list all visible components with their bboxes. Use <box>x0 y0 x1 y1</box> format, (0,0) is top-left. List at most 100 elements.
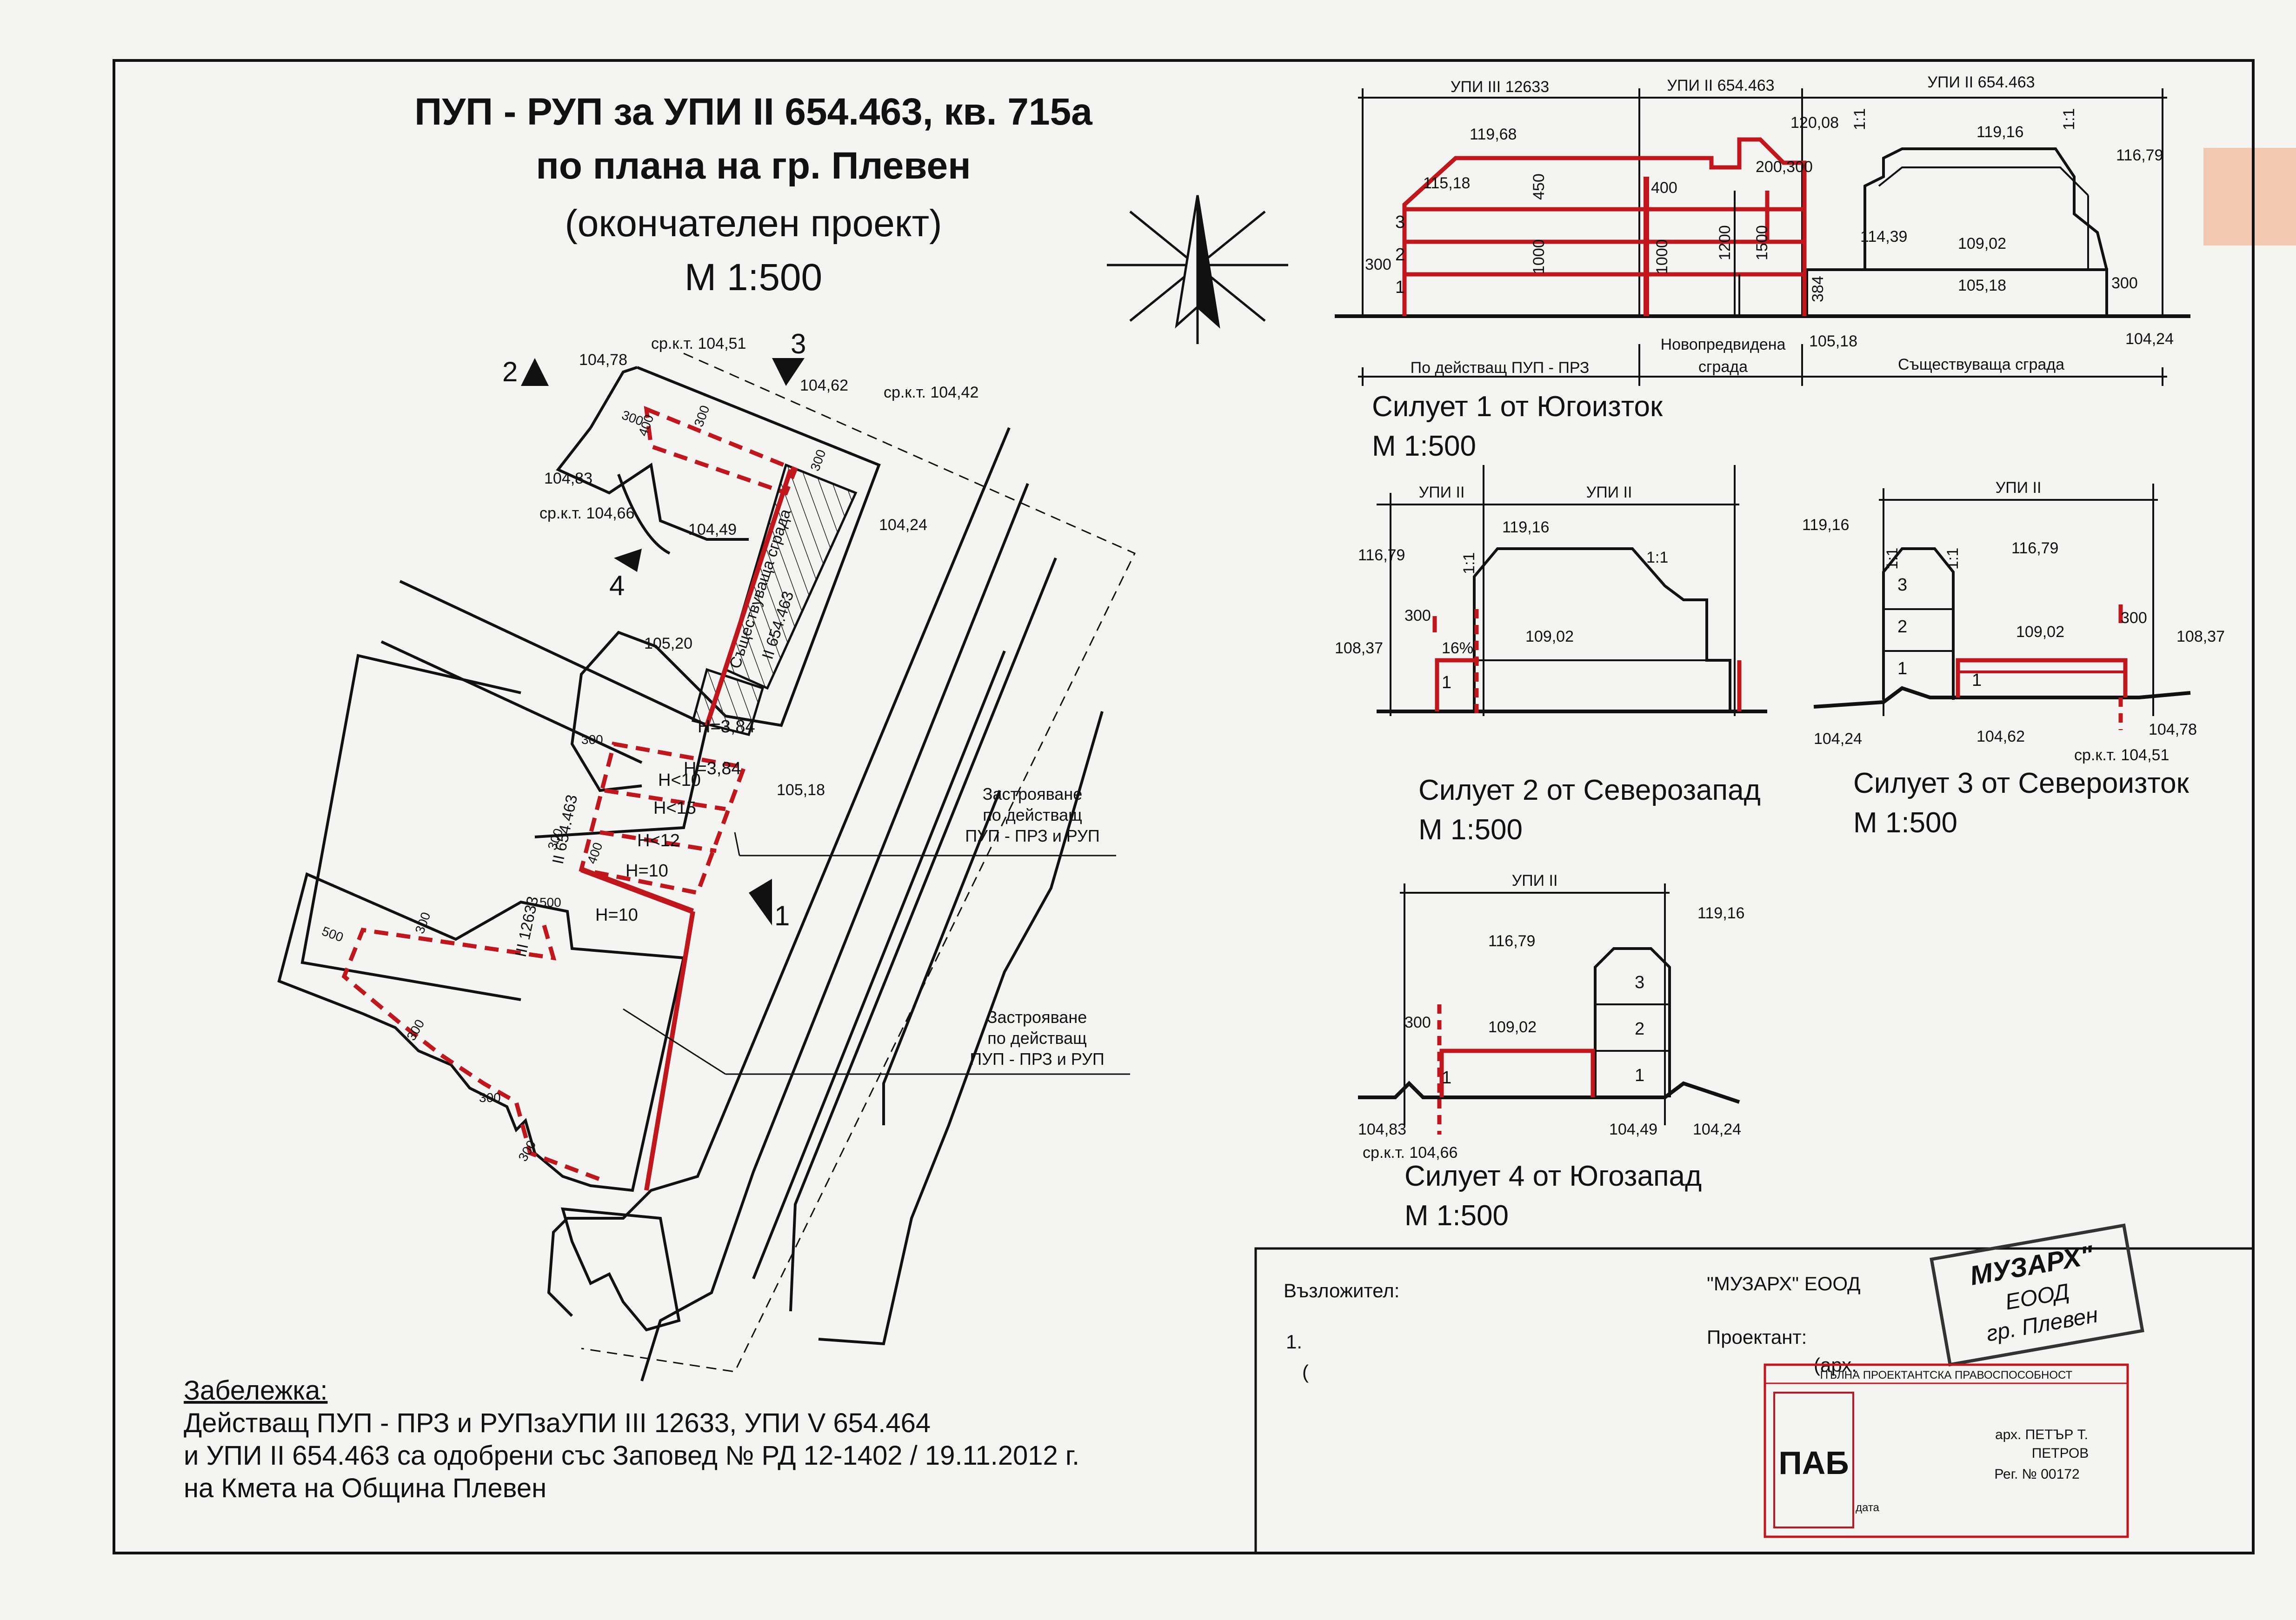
s4-level-10466: ср.к.т. 104,66 <box>1363 1144 1457 1162</box>
s1-level-11679: 116,79 <box>2116 146 2163 164</box>
s1-bottom-c: Съществуваща сграда <box>1898 356 2064 373</box>
s4-dim-300: 300 <box>1404 1014 1431 1031</box>
plan-height-labels: Н=3,84 Н=3,84 Н<10 Н<15 Н<12 Н=10 Н=10 <box>595 717 755 925</box>
plan-level-10483: 104,83 <box>544 470 592 487</box>
s1-level-10518b: 105,18 <box>1958 277 2006 294</box>
marker-1: 1 <box>774 900 790 931</box>
s1-dim-1000b: 1000 <box>1653 239 1671 274</box>
plan-level-10466: ср.к.т. 104,66 <box>539 505 634 522</box>
s1-dim-384: 384 <box>1809 276 1827 302</box>
tb-company: "МУЗАРХ" ЕООД <box>1707 1273 1861 1295</box>
plan-dim-300h: 300 <box>479 1090 501 1105</box>
s1-level-11518: 115,18 <box>1423 174 1470 192</box>
plan-h-15: Н<15 <box>653 798 696 818</box>
s3-level-10424: 104,24 <box>1814 730 1862 748</box>
s1-floor-3: 3 <box>1395 212 1405 232</box>
s4-level-10902: 109,02 <box>1488 1018 1537 1036</box>
s3-slope-11b: 1:1 <box>1944 548 1962 570</box>
plan-note1-l3: ПУП - ПРЗ и РУП <box>965 826 1100 845</box>
marker-2-icon <box>521 358 549 386</box>
plan-h-384b: Н=3,84 <box>684 759 741 778</box>
s2-level-11679: 116,79 <box>1358 546 1405 564</box>
view-markers: 2 3 4 1 <box>502 328 806 931</box>
s3-level-10451: ср.к.т. 104,51 <box>2074 746 2169 764</box>
title-block-main: ПУП - РУП за УПИ II 654.463, кв. 715а по… <box>414 91 1093 299</box>
s1-top-a: УПИ III 12633 <box>1451 78 1549 96</box>
s3-level-11916: 119,16 <box>1802 516 1849 534</box>
s3-floor-2: 2 <box>1897 617 1907 637</box>
s3-level-10837: 108,37 <box>2176 628 2225 645</box>
s4-level-10424: 104,24 <box>1693 1121 1741 1138</box>
s1-level-12008: 120,08 <box>1790 114 1839 132</box>
s1-dim-1000a: 1000 <box>1530 239 1548 274</box>
plan-level-10478: 104,78 <box>579 351 627 369</box>
s4-caption1: Силует 4 от Югозапад <box>1404 1160 1702 1192</box>
site-plan <box>277 352 1136 1381</box>
plan-level-labels: 104,78 ср.к.т. 104,51 104,62 ср.к.т. 104… <box>539 335 978 799</box>
plan-h-384a: Н=3,84 <box>698 717 755 737</box>
s2-dim-300: 300 <box>1404 607 1431 624</box>
stamp2-date: дата <box>1856 1501 1880 1514</box>
remark: Забележка: Действащ ПУП - ПРЗ и РУПзаУПИ… <box>184 1375 1079 1503</box>
s2-slope-11b: 1:1 <box>1646 549 1668 566</box>
s2-level-11916: 119,16 <box>1502 518 1549 536</box>
title-line3: (окончателен проект) <box>565 202 942 245</box>
corner-tab <box>2203 148 2296 246</box>
s1-slope-11: 1:1 <box>1851 108 1869 130</box>
plan-h-10b: Н=10 <box>626 861 668 881</box>
s3-floor-r: 1 <box>1972 671 1982 690</box>
s1-bottom-b2: сграда <box>1698 358 1748 376</box>
s1-dim-1500: 1500 <box>1753 225 1771 260</box>
s1-top-c: УПИ II 654.463 <box>1927 73 2035 91</box>
plan-note2-l1: Застрояване <box>987 1008 1087 1027</box>
s2-caption2: М 1:500 <box>1418 814 1523 846</box>
s3-dim-300: 300 <box>2121 609 2147 627</box>
stamp2-header: ПЪЛНА ПРОЕКТАНТСКА ПРАВОСПОСОБНОСТ <box>1820 1369 2073 1381</box>
plan-h-10a: Н<10 <box>658 770 701 790</box>
marker-4: 4 <box>609 570 625 601</box>
s1-level-11968: 119,68 <box>1470 126 1517 143</box>
s1-bottom-a: По действащ ПУП - ПРЗ <box>1411 359 1590 377</box>
title-line1: ПУП - РУП за УПИ II 654.463, кв. 715а <box>414 91 1093 133</box>
s1-floor-1: 1 <box>1395 278 1405 297</box>
remark-line1: Действащ ПУП - ПРЗ и РУПзаУПИ III 12633,… <box>184 1408 931 1438</box>
s4-floor-l: 1 <box>1442 1068 1451 1088</box>
silhouette-4: УПИ II 119,16 116,79 109,02 104,83 ср.к.… <box>1358 872 1744 1232</box>
s1-slope-11b: 1:1 <box>2060 108 2078 130</box>
s2-top-a: УПИ II <box>1419 484 1465 501</box>
s3-caption2: М 1:500 <box>1853 807 1957 839</box>
marker-4-icon <box>614 549 642 572</box>
stamp2-name2: ПЕТРОВ <box>2032 1446 2089 1461</box>
s4-level-11916: 119,16 <box>1697 904 1744 922</box>
s2-slope-11: 1:1 <box>1460 552 1478 574</box>
plan-level-10442: ср.к.т. 104,42 <box>884 384 978 401</box>
plan-level-10518: 105,18 <box>777 781 825 799</box>
s3-level-10462: 104,62 <box>1977 728 2025 745</box>
drawing-frame <box>113 59 2255 1554</box>
plan-level-10520: 105,20 <box>644 635 692 652</box>
s4-floor-1: 1 <box>1635 1066 1644 1085</box>
tb-item: 1. <box>1286 1331 1302 1353</box>
license-stamp: ПЪЛНА ПРОЕКТАНТСКА ПРАВОСПОСОБНОСТ ПАБ а… <box>1764 1363 2129 1538</box>
s1-dim-300b: 300 <box>2111 274 2138 292</box>
plan-note2-l3: ПУП - ПРЗ и РУП <box>970 1049 1105 1069</box>
s2-floor-1: 1 <box>1442 673 1451 692</box>
stamp2-name1: арх. ПЕТЪР Т. <box>1995 1427 2088 1442</box>
s3-floor-1: 1 <box>1897 659 1907 678</box>
s1-level-10424: 104,24 <box>2125 330 2174 348</box>
tb-paren: ( <box>1302 1361 1309 1383</box>
s3-slope-11: 1:1 <box>1883 548 1901 570</box>
s4-level-10449: 104,49 <box>1609 1121 1657 1138</box>
s4-level-10483: 104,83 <box>1358 1121 1406 1138</box>
remark-line2: и УПИ II 654.463 са одобрени със Заповед… <box>184 1441 1079 1471</box>
s3-level-10478: 104,78 <box>2149 721 2197 738</box>
s3-floor-3: 3 <box>1897 575 1907 595</box>
s1-top-b: УПИ II 654.463 <box>1667 77 1774 94</box>
s1-dim-300: 300 <box>1365 256 1391 273</box>
north-arrow-icon <box>1107 195 1288 344</box>
s1-dim-400: 400 <box>1651 179 1677 197</box>
silhouette-2: УПИ II УПИ II 119,16 116,79 108,37 109,0… <box>1335 465 1767 846</box>
title-scale: М 1:500 <box>685 256 822 299</box>
s4-level-11679: 116,79 <box>1488 932 1535 950</box>
